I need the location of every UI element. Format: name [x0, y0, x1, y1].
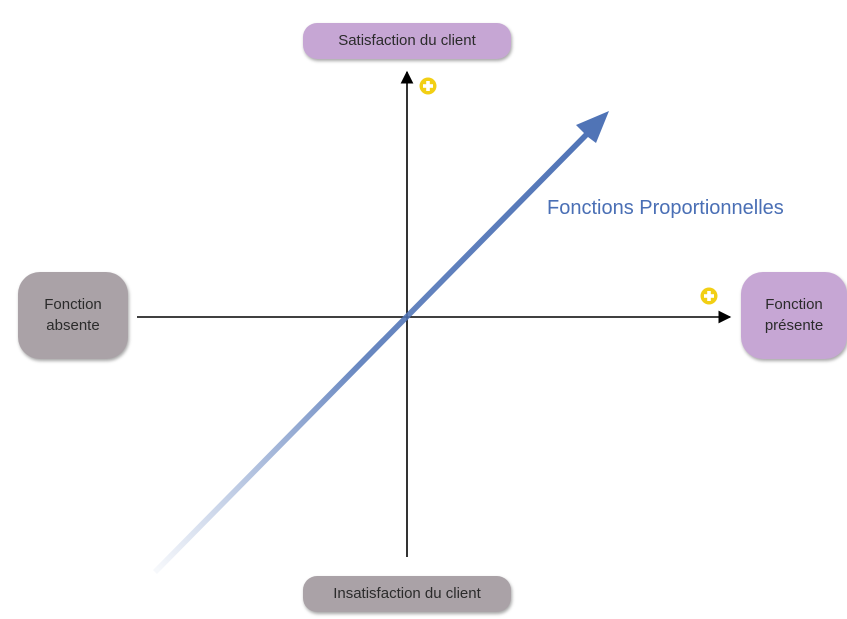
function-absent-box: Fonction absente — [18, 272, 128, 359]
function-present-line-2: présente — [764, 317, 824, 334]
proportional-functions-label: Fonctions Proportionnelles — [547, 197, 784, 219]
function-present-line-1: Fonction — [765, 296, 823, 313]
dissatisfaction-label: Insatisfaction du client — [333, 585, 481, 602]
plus-circle-icon — [700, 287, 718, 305]
satisfaction-label-box: Satisfaction du client — [303, 23, 511, 59]
dissatisfaction-label-box: Insatisfaction du client — [303, 576, 511, 612]
function-absent-line-1: Fonction — [44, 296, 102, 313]
satisfaction-label: Satisfaction du client — [338, 32, 476, 49]
function-absent-line-2: absente — [46, 317, 100, 334]
plus-circle-icon — [419, 77, 437, 95]
proportional-trend-arrow — [153, 111, 609, 574]
function-present-box: Fonction présente — [741, 272, 847, 359]
